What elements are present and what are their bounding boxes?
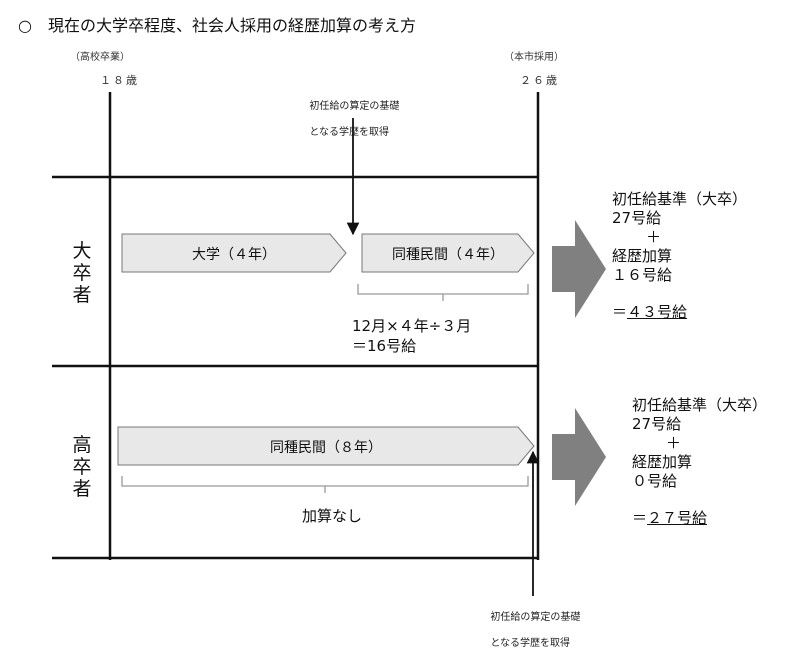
top-note-line2: となる学歴を取得 [309, 127, 390, 138]
top-note: 初任給の算定の基礎 となる学歴を取得 [303, 87, 399, 139]
bar-private-8y [117, 426, 535, 466]
result-row1-total: ４３号給 [627, 303, 688, 321]
result-row1-total-prefix: ＝ [612, 303, 628, 321]
bar-private-8y-label: 同種民間（８年） [270, 440, 382, 456]
right-caption: （本市採用） [504, 52, 564, 63]
bottom-note-line2: となる学歴を取得 [490, 638, 571, 649]
result-row2-plus: ＋ [666, 434, 682, 452]
big-arrow-row1 [552, 220, 606, 318]
bar-private-4y [361, 233, 535, 273]
bottom-note-line1: 初任給の算定の基礎 [490, 612, 581, 623]
row-label-highschool-grad: 高卒者 [72, 434, 92, 500]
brace-row2 [121, 476, 529, 493]
result-row2-base: 初任給基準（大卒） [632, 396, 768, 414]
top-note-line1: 初任給の算定の基礎 [309, 101, 400, 112]
big-arrow-row2 [552, 408, 606, 506]
left-age: １８歳 [100, 74, 139, 87]
calc-row1: 12月×４年÷３月 ＝16号給 [352, 316, 471, 356]
result-row2-total: ２７号給 [647, 509, 708, 527]
right-age: ２６歳 [520, 74, 559, 87]
calc-row2: 加算なし [302, 507, 363, 525]
result-row1: 初任給基準（大卒） 27号給 ＋ 経歴加算 １６号給 ＝４３号給 [612, 190, 747, 322]
result-row2-total-prefix: ＝ [632, 509, 648, 527]
row-label-university-grad: 大卒者 [72, 240, 92, 306]
result-row1-base-value: 27号給 [612, 209, 662, 227]
calc-row1-line1: 12月×４年÷３月 [352, 317, 472, 335]
brace-row1 [357, 284, 529, 301]
result-row1-base: 初任給基準（大卒） [612, 190, 748, 208]
result-row2-addition: 経歴加算 [632, 453, 693, 471]
result-row2: 初任給基準（大卒） 27号給 ＋ 経歴加算 ０号給 ＝２７号給 [632, 396, 767, 528]
bar-university-label: 大学（４年） [192, 247, 276, 263]
bar-private-4y-label: 同種民間（４年） [392, 247, 504, 263]
diagram-title: ○ 現在の大学卒程度、社会人採用の経歴加算の考え方 [18, 16, 416, 35]
result-row1-addition: 経歴加算 [612, 247, 673, 265]
result-row2-base-value: 27号給 [632, 415, 682, 433]
left-caption: （高校卒業） [70, 52, 130, 63]
bar-university [121, 233, 347, 273]
calc-row1-line2: ＝16号給 [352, 337, 417, 355]
result-row2-addition-value: ０号給 [632, 472, 678, 490]
bottom-note: 初任給の算定の基礎 となる学歴を取得 [484, 598, 580, 650]
result-row1-plus: ＋ [646, 228, 662, 246]
result-row1-addition-value: １６号給 [612, 266, 673, 284]
